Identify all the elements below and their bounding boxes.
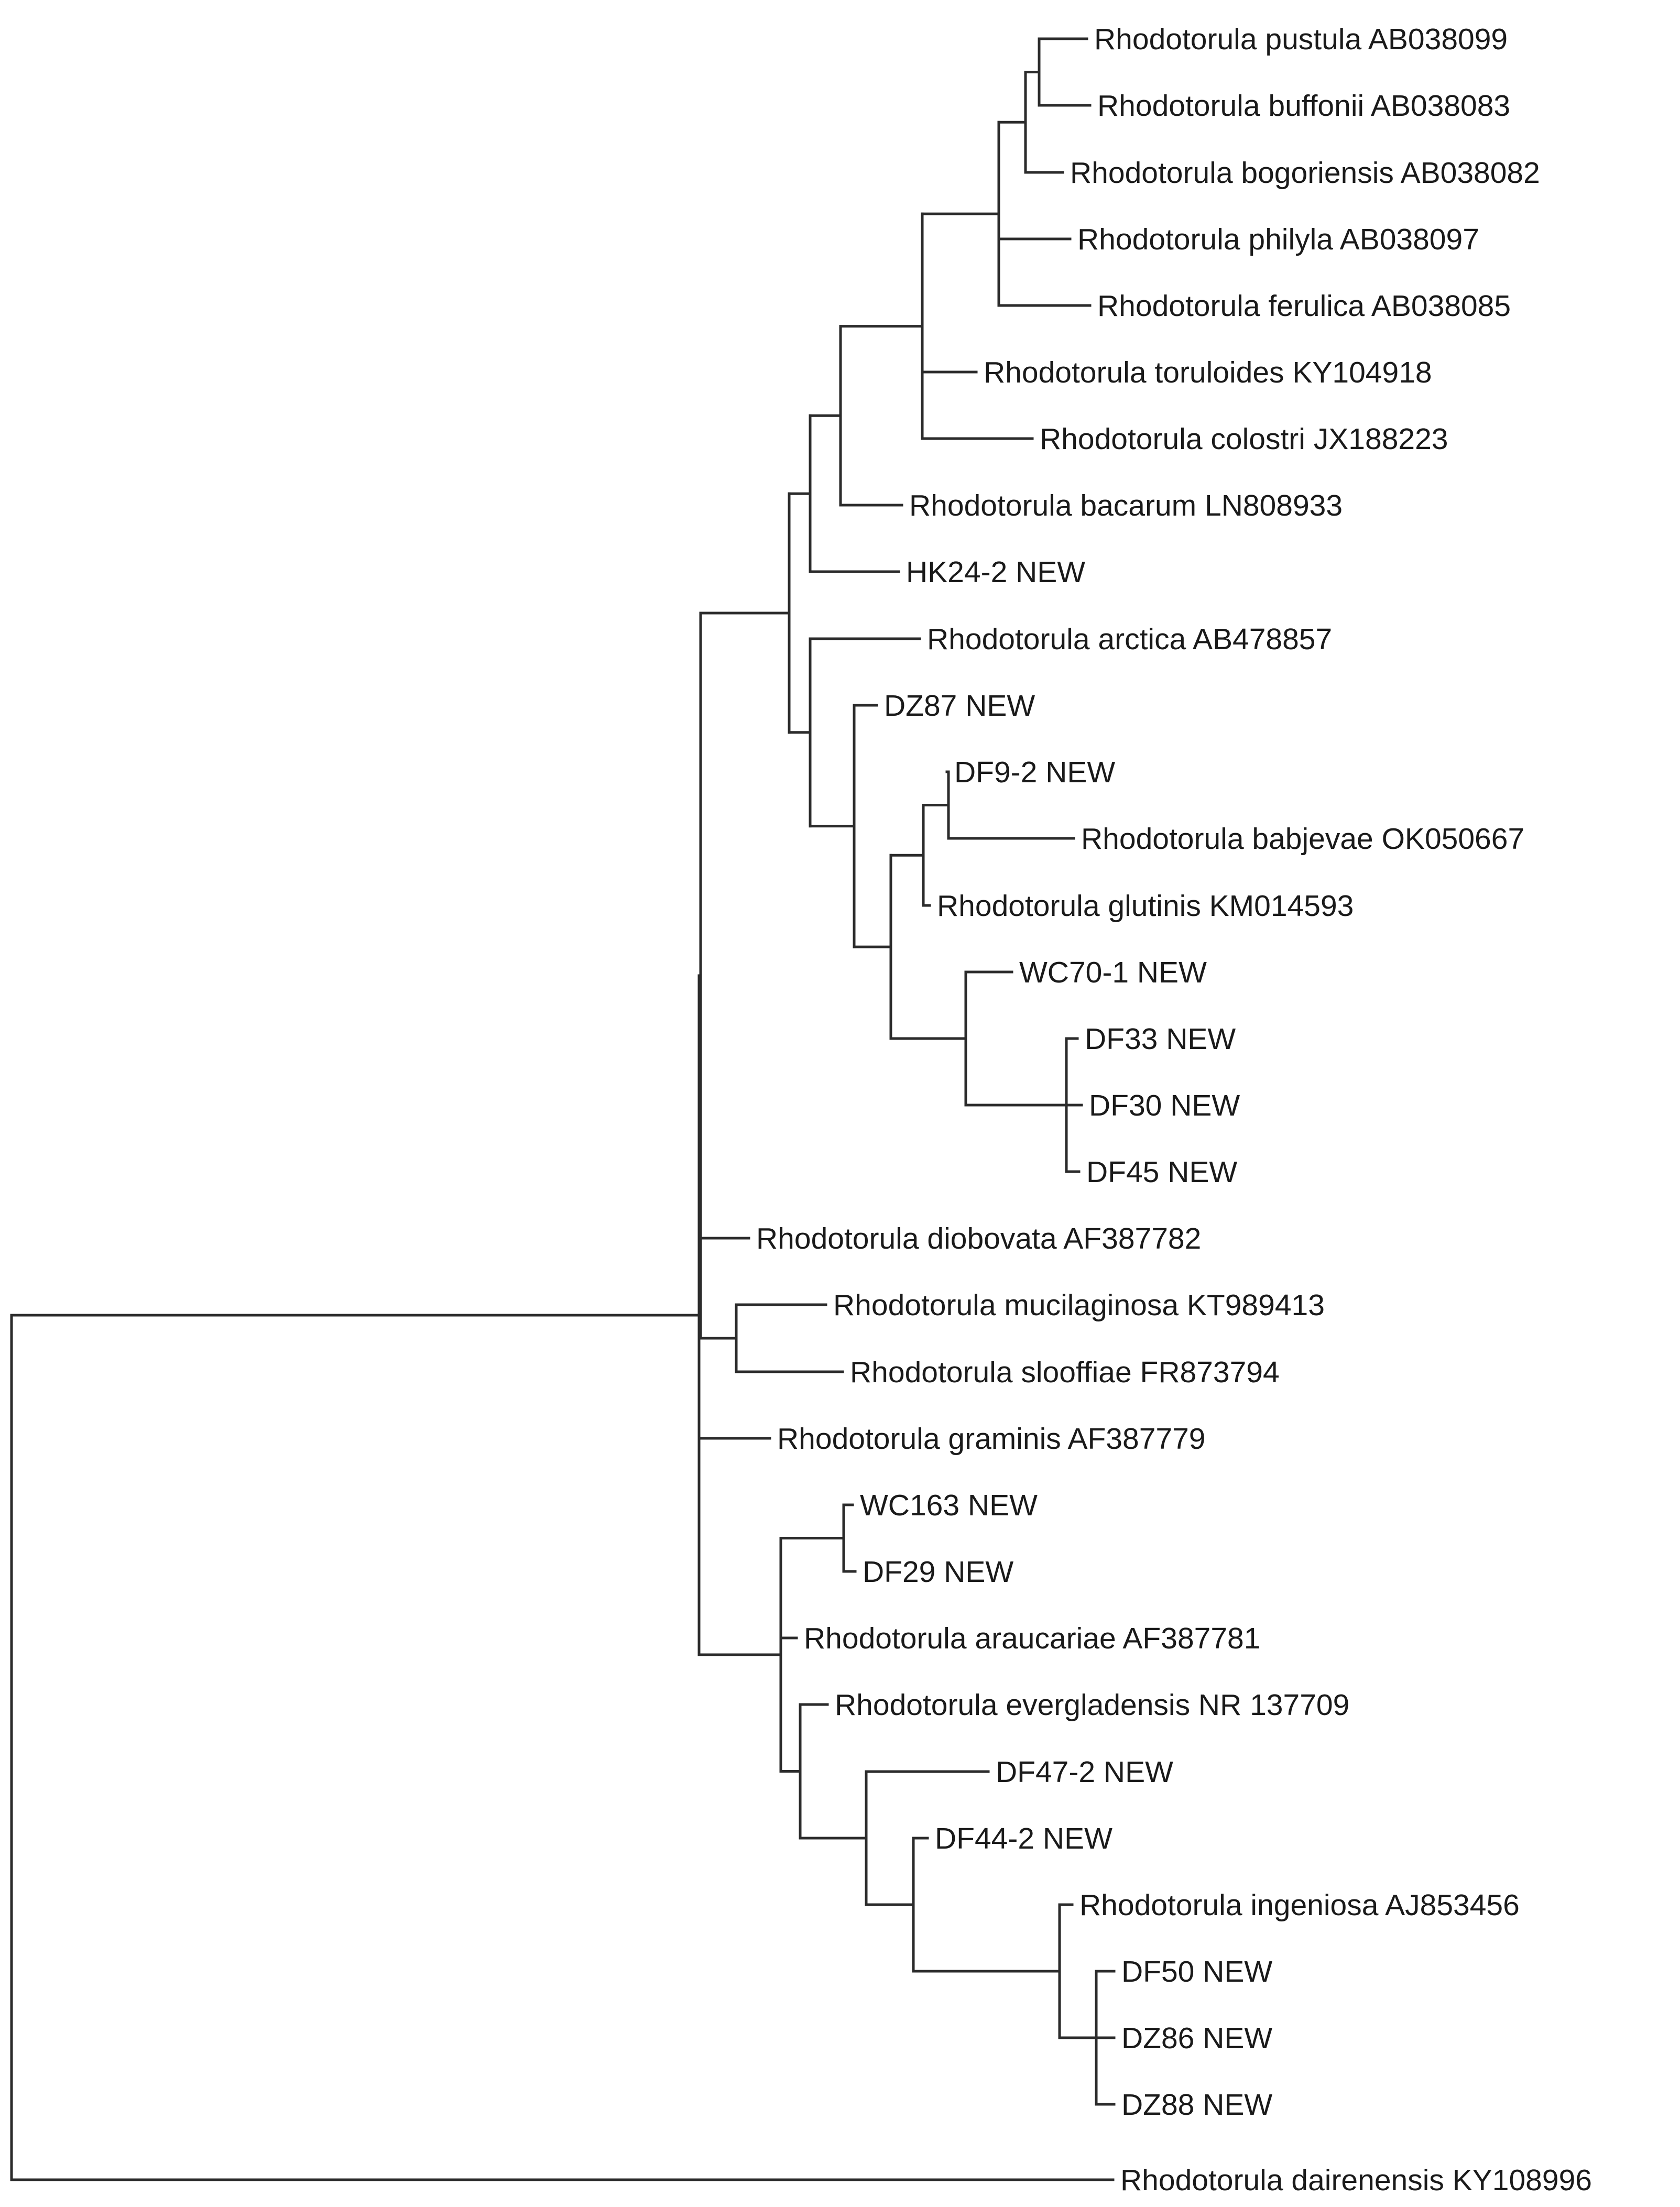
taxon-label: DF29 NEW <box>863 1555 1013 1589</box>
taxon-label: DF9-2 NEW <box>954 756 1115 789</box>
taxon-label: Rhodotorula bacarum LN808933 <box>909 489 1343 522</box>
taxon-label: Rhodotorula arctica AB478857 <box>927 622 1332 656</box>
taxon-label: DF45 NEW <box>1086 1155 1237 1189</box>
taxon-label: DZ87 NEW <box>884 689 1035 723</box>
taxon-label: Rhodotorula pustula AB038099 <box>1094 23 1508 56</box>
tree-branches <box>10 37 1116 2181</box>
taxon-label: Rhodotorula babjevae OK050667 <box>1081 822 1524 856</box>
taxon-label: Rhodotorula bogoriensis AB038082 <box>1070 156 1540 190</box>
taxon-label: WC70-1 NEW <box>1019 956 1207 989</box>
taxon-label: Rhodotorula toruloides KY104918 <box>984 356 1432 389</box>
taxon-label: WC163 NEW <box>860 1489 1038 1522</box>
taxon-label: HK24-2 NEW <box>906 555 1085 589</box>
taxon-label: DF47-2 NEW <box>996 1755 1173 1789</box>
taxon-label: Rhodotorula graminis AF387779 <box>777 1422 1206 1456</box>
taxon-label: DF30 NEW <box>1089 1089 1240 1122</box>
taxon-label: Rhodotorula araucariae AF387781 <box>804 1622 1260 1655</box>
taxon-label: DF50 NEW <box>1121 1955 1272 1989</box>
taxon-label: Rhodotorula philyla AB038097 <box>1077 223 1479 256</box>
taxon-label: Rhodotorula glutinis KM014593 <box>937 889 1354 923</box>
taxon-label: Rhodotorula slooffiae FR873794 <box>850 1356 1280 1389</box>
tip-labels: Rhodotorula pustula AB038099Rhodotorula … <box>756 23 1592 2197</box>
taxon-label: Rhodotorula dairenensis KY108996 <box>1120 2164 1592 2197</box>
taxon-label: DZ86 NEW <box>1121 2022 1272 2055</box>
taxon-label: Rhodotorula ingeniosa AJ853456 <box>1079 1888 1520 1922</box>
taxon-label: Rhodotorula diobovata AF387782 <box>756 1222 1201 1255</box>
taxon-label: Rhodotorula ferulica AB038085 <box>1097 289 1511 323</box>
taxon-label: Rhodotorula evergladensis NR 137709 <box>835 1688 1349 1722</box>
taxon-label: Rhodotorula colostri JX188223 <box>1040 422 1448 456</box>
taxon-label: DZ88 NEW <box>1121 2088 1272 2122</box>
taxon-label: Rhodotorula buffonii AB038083 <box>1097 89 1510 123</box>
taxon-label: Rhodotorula mucilaginosa KT989413 <box>833 1288 1325 1322</box>
taxon-label: DF44-2 NEW <box>935 1822 1112 1855</box>
taxon-label: DF33 NEW <box>1085 1022 1236 1056</box>
